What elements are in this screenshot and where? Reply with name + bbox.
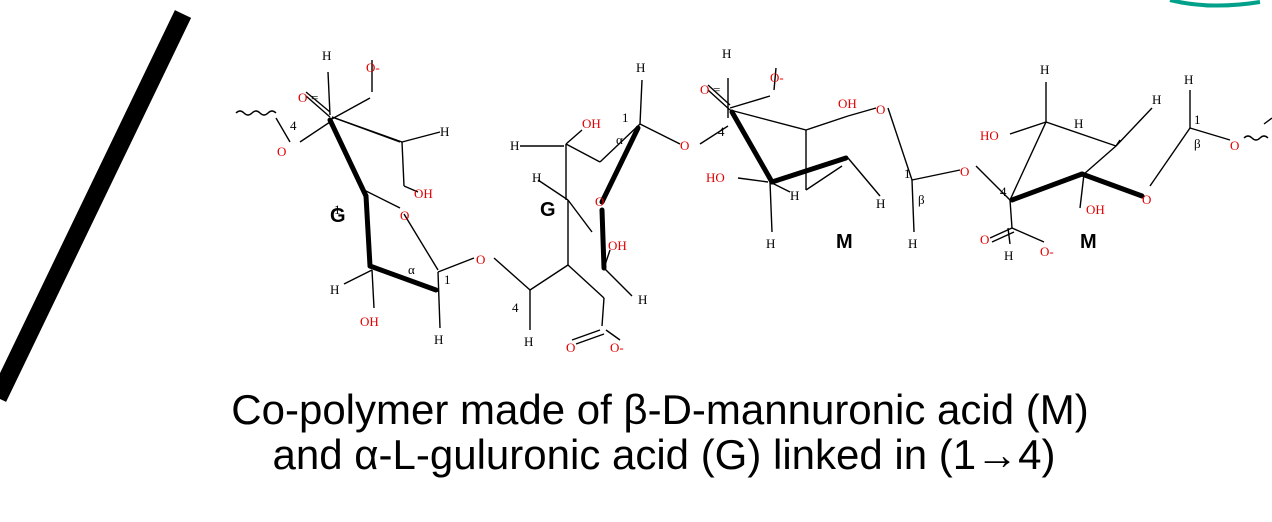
- svg-text:O: O: [700, 82, 709, 97]
- svg-text:4: 4: [512, 300, 519, 315]
- svg-text:1: 1: [334, 202, 341, 217]
- svg-text:O: O: [298, 90, 307, 105]
- svg-text:H: H: [322, 48, 331, 63]
- svg-text:O-: O-: [366, 60, 380, 75]
- svg-text:=: =: [713, 82, 720, 97]
- svg-text:H: H: [524, 334, 533, 349]
- svg-text:4: 4: [290, 118, 297, 133]
- svg-text:G: G: [330, 205, 346, 227]
- svg-text:H: H: [1004, 248, 1013, 263]
- svg-text:H: H: [1074, 116, 1083, 131]
- svg-text:H: H: [722, 46, 731, 61]
- svg-text:4: 4: [1000, 184, 1007, 199]
- svg-text:H: H: [636, 60, 645, 75]
- caption-line-2: and α-L-guluronic acid (G) linked in (1→…: [272, 431, 1056, 478]
- svg-text:O-: O-: [1040, 244, 1054, 259]
- svg-text:O: O: [566, 340, 575, 355]
- svg-text:O: O: [595, 194, 604, 209]
- svg-text:HO: HO: [980, 128, 999, 143]
- svg-text:α: α: [616, 132, 623, 147]
- svg-text:H: H: [1040, 62, 1049, 77]
- svg-text:H: H: [638, 292, 647, 307]
- svg-text:1: 1: [1194, 112, 1201, 127]
- svg-text:O: O: [680, 138, 689, 153]
- svg-text:O: O: [980, 232, 989, 247]
- svg-text:H: H: [434, 332, 443, 347]
- svg-text:=: =: [311, 90, 318, 105]
- svg-text:H: H: [440, 124, 449, 139]
- svg-text:O: O: [277, 144, 286, 159]
- svg-text:O-: O-: [770, 70, 784, 85]
- svg-text:H: H: [330, 282, 339, 297]
- svg-text:1: 1: [904, 166, 911, 181]
- svg-text:1: 1: [622, 110, 629, 125]
- svg-text:O: O: [876, 102, 885, 117]
- svg-text:β: β: [1194, 136, 1201, 151]
- svg-text:α: α: [408, 262, 415, 277]
- svg-text:H: H: [790, 188, 799, 203]
- svg-text:M: M: [836, 231, 853, 253]
- svg-text:M: M: [1080, 231, 1097, 253]
- svg-text:4: 4: [718, 124, 725, 139]
- svg-text:O-: O-: [610, 340, 624, 355]
- atom-labels: O 4 H O = O- H OH O 1 G H OH H α 1 O 4 H…: [277, 46, 1239, 355]
- svg-text:O: O: [960, 164, 969, 179]
- svg-text:O: O: [1230, 138, 1239, 153]
- svg-text:H: H: [766, 236, 775, 251]
- wedge-bonds: [327, 109, 1145, 293]
- svg-text:O: O: [476, 252, 485, 267]
- svg-text:OH: OH: [414, 186, 433, 201]
- svg-text:H: H: [1184, 72, 1193, 87]
- svg-text:H: H: [1152, 92, 1161, 107]
- svg-text:O: O: [1142, 192, 1151, 207]
- svg-text:OH: OH: [582, 116, 601, 131]
- svg-text:β: β: [918, 192, 925, 207]
- svg-text:O: O: [400, 208, 409, 223]
- svg-text:OH: OH: [1086, 202, 1105, 217]
- thin-bonds: [235, 60, 1272, 345]
- svg-text:OH: OH: [360, 314, 379, 329]
- svg-text:OH: OH: [838, 96, 857, 111]
- svg-text:H: H: [532, 170, 541, 185]
- svg-text:HO: HO: [706, 170, 725, 185]
- svg-text:1: 1: [444, 272, 451, 287]
- svg-text:H: H: [876, 196, 885, 211]
- svg-text:G: G: [540, 199, 556, 221]
- svg-text:H: H: [510, 138, 519, 153]
- caption-line-1: Co-polymer made of β-D-mannuronic acid (…: [231, 386, 1089, 433]
- svg-text:OH: OH: [608, 238, 627, 253]
- svg-text:H: H: [908, 236, 917, 251]
